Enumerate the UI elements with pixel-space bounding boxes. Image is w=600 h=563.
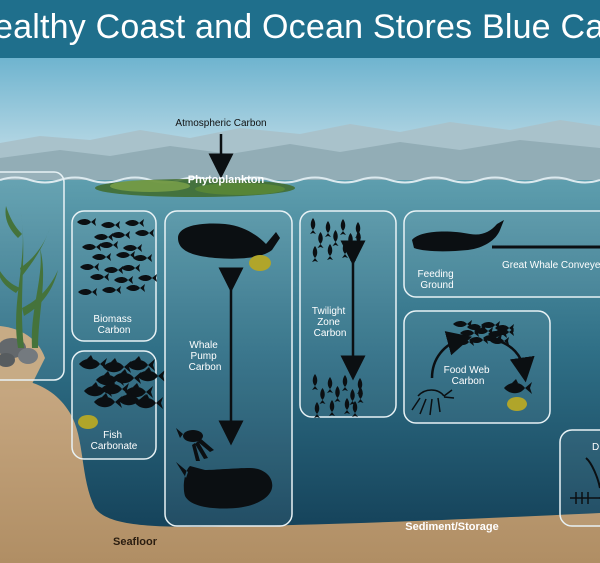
sperm-whale-bottom-icon: [176, 462, 273, 509]
whale-poop-icon: [249, 255, 271, 271]
food-web-panel: [403, 310, 551, 424]
deep-panel: [559, 429, 600, 527]
phytoplankton-icon: [95, 179, 295, 197]
food-web-carbon-label: Food Web Carbon: [444, 365, 493, 387]
deep-panel-label: D: [592, 442, 599, 453]
seafloor-label: Seafloor: [113, 536, 158, 548]
food-web-arrow-left: [430, 331, 473, 379]
whale-pump-carbon-label: Whale Pump Carbon: [189, 340, 222, 373]
coast-panel: [0, 171, 65, 381]
sperm-whale-top-icon: [178, 223, 280, 259]
deep-panel-shape: [585, 457, 600, 489]
sediment-storage-label: Sediment/Storage: [405, 521, 499, 533]
great-whale-icon: [412, 220, 504, 252]
kelp-icon: [0, 206, 58, 348]
page-title: ealthy Coast and Ocean Stores Blue Car: [0, 8, 600, 46]
atmospheric-carbon-label: Atmospheric Carbon: [175, 118, 266, 129]
mountains-near: [0, 140, 600, 183]
krill-icon: [411, 389, 455, 416]
squid-icon: [176, 428, 214, 461]
title-bar: ealthy Coast and Ocean Stores Blue Car: [0, 0, 600, 58]
great-whale-conveyor-label: Great Whale Conveyer: [502, 260, 600, 271]
biomass-carbon-label: Biomass Carbon: [93, 314, 134, 336]
fish-carbonate-poop-icon: [78, 415, 98, 429]
phytoplankton-label: Phytoplankton: [188, 174, 265, 186]
ocean-scene: Atmospheric Carbon Phytoplankton Biomass…: [0, 58, 600, 563]
twilight-zone-carbon-label: Twilight Zone Carbon: [312, 306, 348, 339]
food-web-poop-icon: [507, 397, 527, 411]
food-web-arrow-right: [494, 338, 535, 383]
fish-skeleton-icon: [570, 492, 600, 504]
seafloor: [0, 378, 600, 563]
water-surface: [0, 176, 600, 184]
feeding-ground-label: Feeding Ground: [418, 269, 457, 291]
fish-carbonate-label: Fish Carbonate: [91, 430, 138, 452]
